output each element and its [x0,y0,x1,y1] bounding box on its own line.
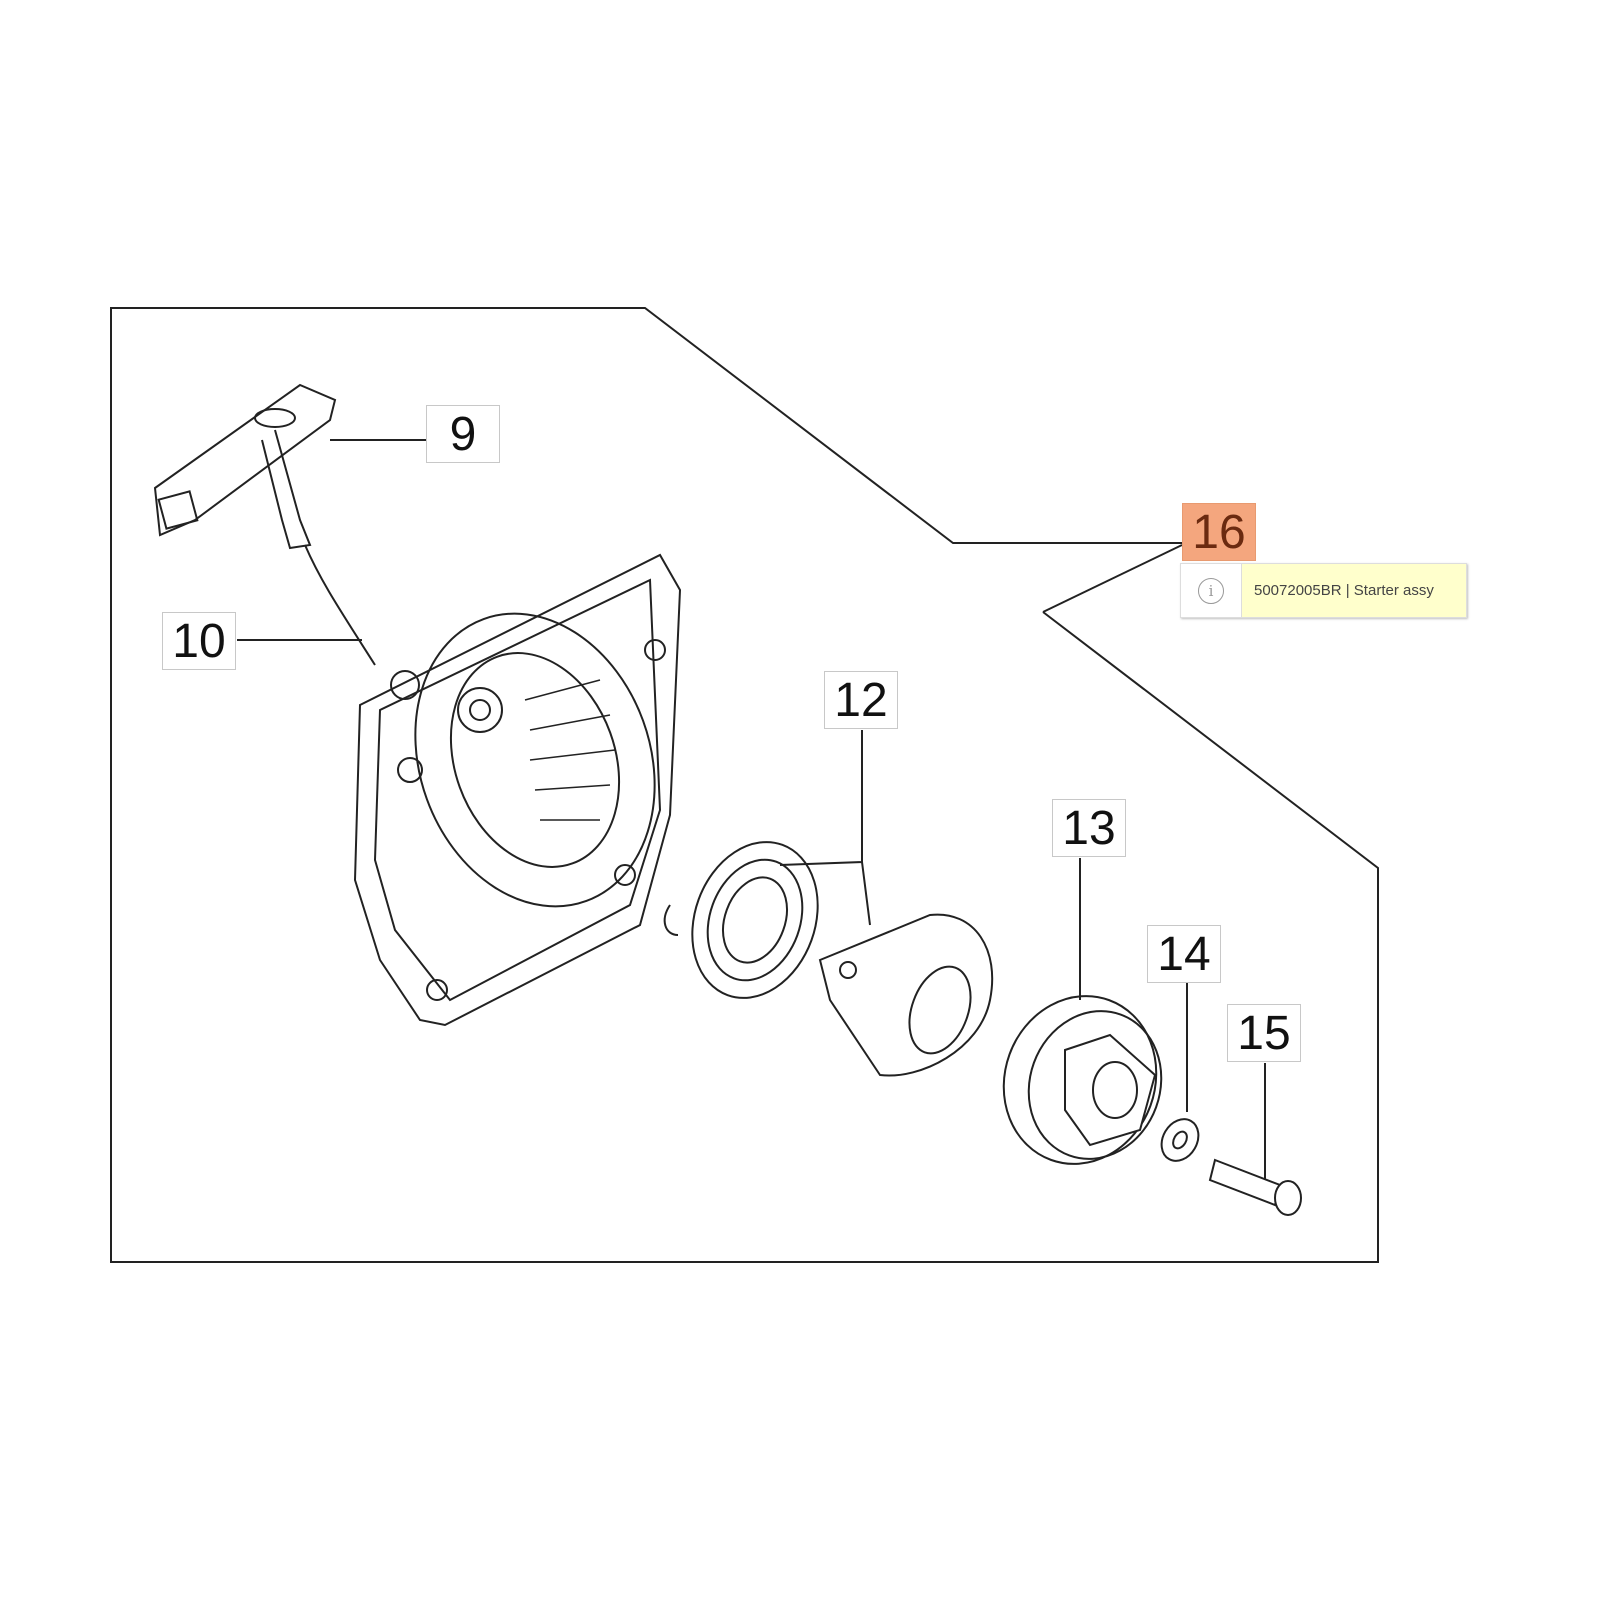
leader-12 [779,730,871,926]
rope-pulley [1002,995,1163,1165]
callout-10[interactable]: 10 [162,612,236,670]
callout-13[interactable]: 13 [1052,799,1126,857]
callout-9[interactable]: 9 [426,405,500,463]
screw [1208,1158,1302,1216]
rewind-spring [663,841,994,1077]
tooltip-icon-cell: i [1181,564,1242,617]
washer [1160,1118,1200,1162]
starter-handle [153,383,376,666]
assembly-frame [110,307,1379,1263]
tooltip-text: 50072005BR | Starter assy [1242,564,1466,617]
info-icon: i [1198,577,1224,604]
callout-14[interactable]: 14 [1147,925,1221,983]
callout-15[interactable]: 15 [1227,1004,1301,1062]
callout-16[interactable]: 16 [1182,503,1256,561]
leader-16 [1042,544,1183,613]
callout-12[interactable]: 12 [824,671,898,729]
starter-housing [353,553,682,1027]
part-tooltip: i 50072005BR | Starter assy [1180,563,1467,618]
